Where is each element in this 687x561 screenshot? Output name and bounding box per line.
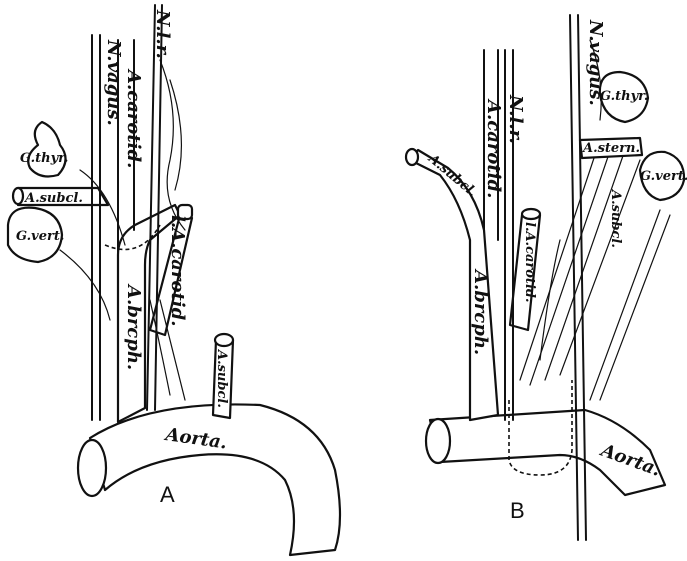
panel-a-label-a-subcl-right: A.subcl.: [23, 191, 83, 206]
panel-a-right-subclavian-cut: [13, 188, 23, 204]
panel-b-left-carotid-cut: [522, 209, 540, 219]
panel-b-label-a-stern: A.stern.: [581, 141, 640, 156]
panel-b-label-g-thyr: G.thyr.: [600, 89, 648, 104]
panel-b-label-n-lr: N.l.r.: [505, 94, 526, 144]
panel-a-fiber-6: [60, 250, 110, 320]
panel-b-label-a-subcl-left: A.subcl.: [608, 188, 623, 248]
panel-b-fiber-7: [540, 240, 560, 360]
panel-b-vagus-line-2: [578, 15, 586, 540]
panel-b-letter: B: [510, 498, 525, 523]
panel-a-label-a-subcl-left: A.subcl.: [214, 348, 229, 408]
panel-b-fiber-2: [530, 145, 612, 385]
panel-a-label-a-brcph: A.brcph.: [123, 283, 144, 370]
panel-b: N.vagus. N.l.r. A.carotid. l.A.carotid. …: [406, 15, 687, 540]
panel-b-right-subclavian-cut: [406, 149, 418, 165]
panel-a: N.vagus. N.l.r. A.carotid. l.A.carotid. …: [8, 5, 340, 555]
panel-a-label-g-vert: G.vert.: [16, 229, 64, 244]
panel-a-fiber-2: [170, 80, 181, 190]
panel-b-label-g-vert: G.vert.: [640, 169, 687, 184]
panel-a-left-subclavian-cut: [215, 334, 233, 346]
panel-a-g-thyr-shape: [28, 122, 65, 176]
panel-a-aorta-vessel: [90, 404, 340, 555]
panel-a-label-n-lr: N.l.r.: [152, 9, 173, 59]
panel-a-nlr-line-1: [147, 5, 155, 410]
panel-b-vagus-line-1: [570, 15, 578, 540]
panel-b-aorta-cut-end: [426, 419, 450, 463]
panel-a-letter: A: [160, 482, 175, 507]
panel-b-label-a-carotid: A.carotid.: [483, 98, 504, 198]
panel-a-aorta-cut-end: [78, 440, 106, 496]
panel-b-label-a-brcph: A.brcph.: [470, 268, 491, 355]
panel-a-label-g-thyr: G.thyr.: [20, 151, 68, 166]
panel-a-label-a-carotid: A.carotid.: [123, 68, 144, 168]
panel-b-label-l-carotid: l.A.carotid.: [522, 222, 537, 303]
panel-b-fiber-5: [590, 210, 660, 400]
panel-a-label-l-carotid: l.A.carotid.: [167, 215, 188, 326]
panel-a-label-n-vagus: N.vagus.: [103, 39, 124, 126]
